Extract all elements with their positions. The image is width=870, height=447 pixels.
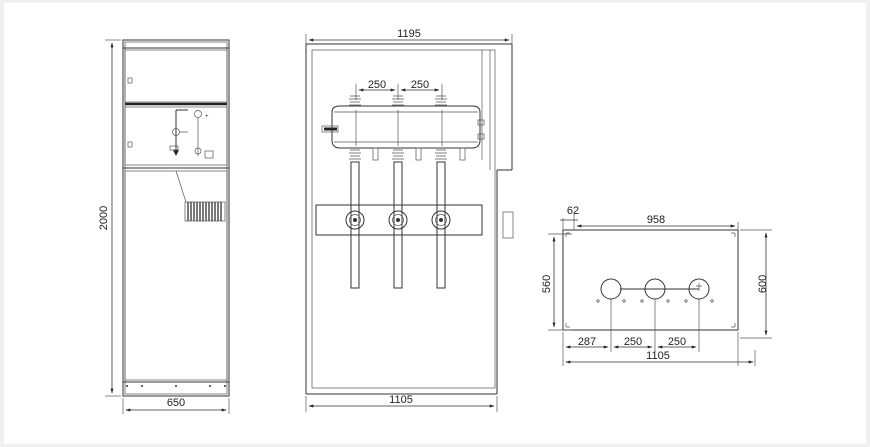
inner-height-dimension-label: 560 [541,275,553,293]
total-length-dimension-label: 1105 [646,350,670,362]
edge-to-hole-label: 287 [578,336,596,348]
bushing-plate [315,204,483,236]
floor-plan: 62 958 560 600 287 250 250 1105 [541,205,772,366]
width-dimension-label: 650 [167,397,185,409]
lower-contacts [349,147,466,161]
ventilation-grille [184,201,226,222]
depth-dimension-label: 1105 [389,394,413,406]
hole-pitch-left-label: 250 [624,336,642,348]
hole-pitch-right-label: 250 [668,336,686,348]
breaker-compartment-door [124,106,228,166]
pole-pitch-left-label: 250 [368,79,386,91]
svg-text:+: + [205,114,209,120]
cabinet-outline [122,39,230,397]
offset-dimension-label: 62 [567,205,579,217]
busbars [350,161,446,289]
side-view: 1195 250 250 [305,28,514,412]
circuit-breaker [321,105,485,149]
top-compartment-door [124,49,228,103]
bushings [345,210,451,230]
pole-pitch-right-label: 250 [411,79,429,91]
upper-contacts [349,95,447,106]
height-dimension-label: 2000 [98,206,110,230]
drawing-sheet [4,3,866,444]
side-handle [502,211,514,239]
indicator-icon [194,110,202,118]
base-frame-outline [562,229,739,331]
outer-height-dimension-label: 600 [757,275,769,293]
front-view: + 2000 650 [98,39,230,414]
total-width-dimension-label: 1195 [397,28,421,40]
length-dimension-label: 958 [647,214,665,226]
